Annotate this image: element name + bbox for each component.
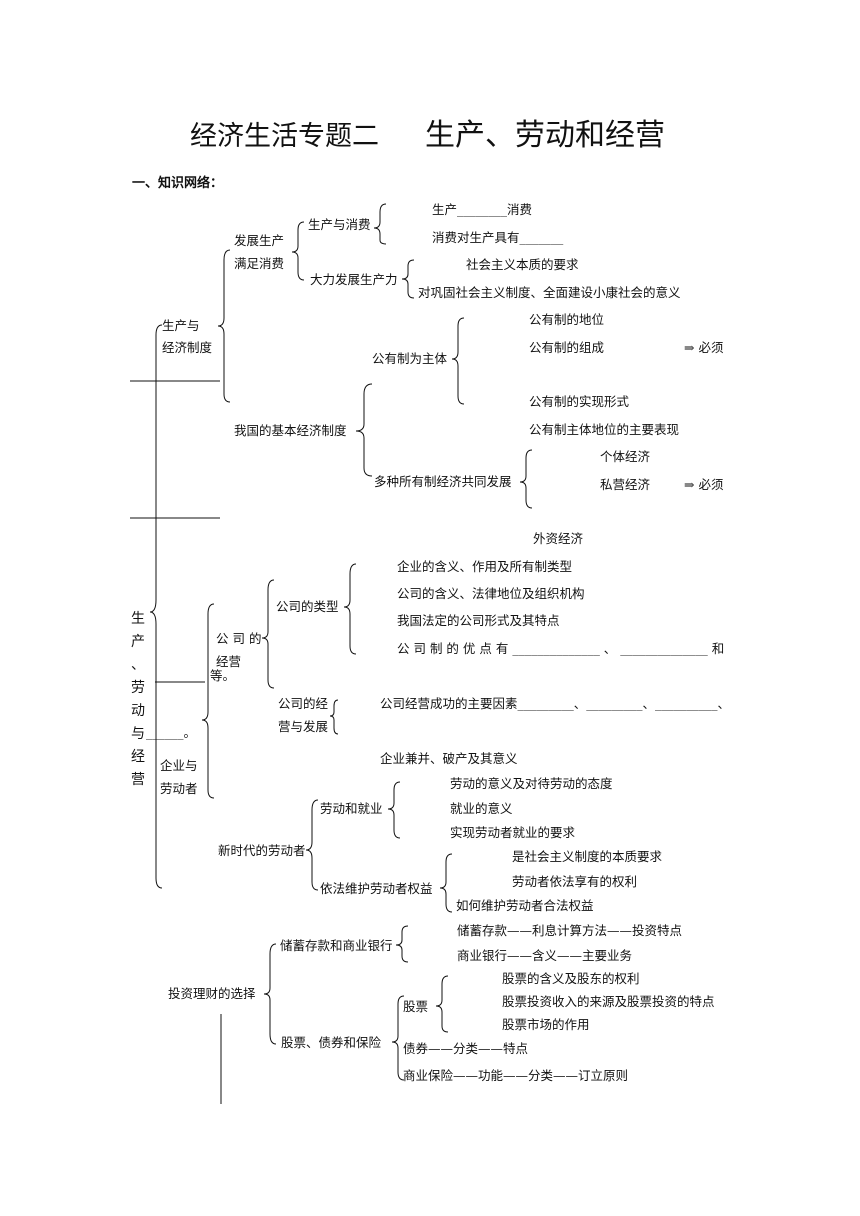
node-econ-system-line2: 经济制度 bbox=[162, 340, 213, 355]
brace-co-ops bbox=[261, 579, 275, 689]
node-econ-system-line1: 生产与 bbox=[162, 318, 200, 333]
arrow-must-1: ⇒ 必须 bbox=[684, 340, 724, 355]
brace-rights bbox=[439, 853, 453, 913]
item-public-1: 公有制的地位 bbox=[529, 312, 605, 327]
node-invest: 投资理财的选择 bbox=[168, 986, 256, 1001]
brace-stock bbox=[435, 975, 449, 1033]
item-public-2: 公有制的组成 bbox=[529, 340, 605, 355]
vertical-label: 生 产 、 劳 动 与 经 营 bbox=[131, 611, 145, 788]
node-co-ops-1: 公 司 的 bbox=[216, 631, 262, 646]
brace-prod-cons bbox=[373, 203, 387, 245]
brace-dev-prod bbox=[291, 221, 305, 281]
brace-stocks-bonds bbox=[391, 995, 405, 1081]
item-rights-2: 劳动者依法享有的权利 bbox=[512, 874, 638, 889]
item-stock-1: 股票的含义及股东的权利 bbox=[502, 971, 640, 986]
item-stock-3: 股票市场的作用 bbox=[502, 1017, 590, 1032]
item-labor-3: 实现劳动者就业的要求 bbox=[450, 825, 576, 840]
node-dev-prod: 发展生产 bbox=[234, 233, 285, 248]
node-co-ops-blank: ______。 bbox=[146, 725, 197, 740]
node-stock: 股票 bbox=[403, 999, 429, 1014]
brace-econ-system bbox=[217, 249, 231, 403]
item-big-dev-1: 社会主义本质的要求 bbox=[466, 257, 579, 272]
item-public-4: 公有制主体地位的主要表现 bbox=[529, 422, 680, 437]
item-labor-1: 劳动的意义及对待劳动的态度 bbox=[450, 776, 613, 791]
node-stocks-bonds: 股票、债券和保险 bbox=[281, 1035, 382, 1050]
item-prod-cons-2: 消费对生产具有_______ bbox=[432, 230, 564, 245]
item-big-dev-2: 对巩固社会主义制度、全面建设小康社会的意义 bbox=[418, 285, 681, 300]
item-co-2: 公司的含义、法律地位及组织机构 bbox=[397, 586, 585, 601]
item-rights-3: 如何维护劳动者合法权益 bbox=[456, 898, 594, 913]
brace-co-dev bbox=[329, 699, 339, 735]
node-multi: 多种所有制经济共同发展 bbox=[374, 474, 512, 489]
node-satisfy: 满足消费 bbox=[234, 256, 285, 271]
main-brace bbox=[149, 324, 163, 889]
brace-big-dev bbox=[401, 259, 415, 299]
item-insurance: 商业保险——功能——分类——订立原则 bbox=[403, 1068, 629, 1083]
item-savings-2: 商业银行——含义——主要业务 bbox=[457, 948, 633, 963]
document-title: 经济生活专题二 生产、劳动和经营 bbox=[190, 110, 665, 154]
item-stock-2: 股票投资收入的来源及股票投资的特点 bbox=[502, 994, 715, 1009]
node-big-dev: 大力发展生产力 bbox=[310, 272, 398, 287]
item-labor-2: 就业的意义 bbox=[450, 801, 513, 816]
item-foreign: 外资经济 bbox=[533, 531, 584, 546]
brace-invest bbox=[263, 943, 277, 1045]
brace-savings bbox=[395, 925, 409, 963]
node-new-worker: 新时代的劳动者 bbox=[218, 843, 306, 858]
item-rights-1: 是社会主义制度的本质要求 bbox=[512, 849, 663, 864]
brace-public bbox=[451, 317, 465, 405]
title-sub: 生产、劳动和经营 bbox=[425, 118, 665, 153]
item-public-3: 公有制的实现形式 bbox=[529, 394, 630, 409]
brace-co-types bbox=[343, 563, 357, 655]
item-bond: 债券——分类——特点 bbox=[403, 1041, 529, 1056]
item-savings-1: 储蓄存款——利息计算方法——投资特点 bbox=[457, 923, 683, 938]
item-co-4: 公 司 制 的 优 点 有 ______________ 、 _________… bbox=[397, 641, 725, 656]
arrow-must-2: ⇒ 必须 bbox=[684, 477, 724, 492]
item-private: 私营经济 bbox=[600, 477, 651, 492]
node-public-main: 公有制为主体 bbox=[372, 351, 448, 366]
item-co-3: 我国法定的公司形式及其特点 bbox=[397, 613, 560, 628]
node-rights: 依法维护劳动者权益 bbox=[320, 881, 433, 896]
node-co-dev-1: 公司的经 bbox=[278, 696, 329, 711]
brace-labor bbox=[387, 781, 401, 839]
brace-multi bbox=[519, 449, 533, 509]
node-prod-cons: 生产与消费 bbox=[308, 217, 371, 232]
node-co-types: 公司的类型 bbox=[276, 599, 339, 614]
item-individual: 个体经济 bbox=[600, 449, 651, 464]
brace-basic-sys bbox=[355, 383, 373, 477]
node-labor-emp: 劳动和就业 bbox=[320, 801, 383, 816]
title-main: 经济生活专题二 bbox=[190, 121, 379, 152]
node-enterprise-2: 劳动者 bbox=[160, 781, 198, 796]
node-savings: 储蓄存款和商业银行 bbox=[280, 938, 393, 953]
node-co-dev-2: 营与发展 bbox=[278, 719, 329, 734]
brace-enterprise bbox=[201, 603, 215, 799]
node-co-ops-2: 经营 bbox=[216, 654, 242, 669]
item-merger: 企业兼并、破产及其意义 bbox=[380, 751, 518, 766]
brace-new-worker bbox=[305, 799, 319, 891]
node-basic-sys: 我国的基本经济制度 bbox=[234, 423, 347, 438]
node-co-ops-3: 等。 bbox=[210, 668, 236, 683]
section-heading: 一、知识网络： bbox=[132, 176, 224, 191]
item-co-1: 企业的含义、作用及所有制类型 bbox=[397, 559, 573, 574]
item-success: 公司经营成功的主要因素_________、_________、_________… bbox=[380, 696, 731, 711]
node-enterprise-1: 企业与 bbox=[160, 758, 198, 773]
item-prod-cons-1: 生产________消费 bbox=[432, 202, 533, 217]
